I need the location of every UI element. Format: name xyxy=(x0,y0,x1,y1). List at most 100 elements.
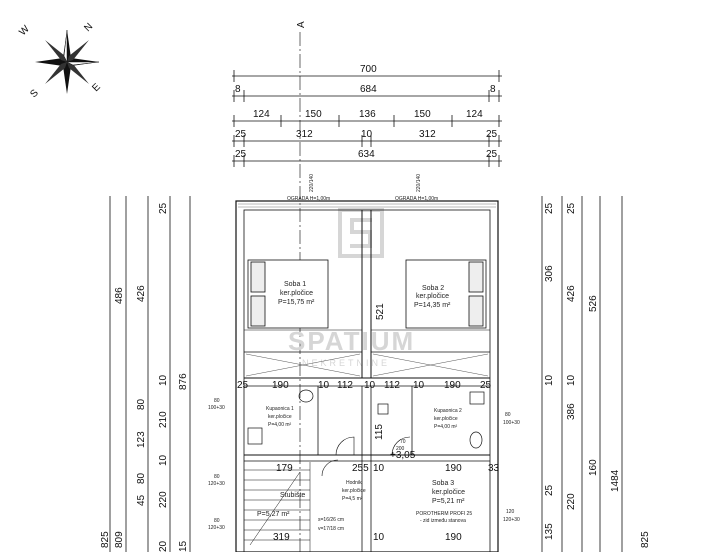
dim-right-426: 426 xyxy=(566,285,577,302)
bed-soba-1 xyxy=(247,259,329,329)
dim-top-r5-a: 25 xyxy=(235,149,247,160)
room-hodnik-area: P=4,5 m² xyxy=(342,496,363,502)
room-kup1-floor: ker.pločice xyxy=(268,414,292,420)
dim-top-r5-b: 634 xyxy=(358,149,375,160)
dim-left-20: 20 xyxy=(158,540,169,552)
porotherm-line2: - zid između stanova xyxy=(420,518,466,524)
win-left1-b: 100+30 xyxy=(208,405,225,411)
dim-top-r3-a: 124 xyxy=(253,109,270,120)
dim-left-426: 426 xyxy=(136,285,147,302)
win-right2-b: 120+30 xyxy=(503,517,520,523)
win-left3-a: 80 xyxy=(214,518,220,524)
room-stub-name: Stubište xyxy=(280,492,305,499)
stairs xyxy=(244,462,311,552)
dim-top-r4-a: 25 xyxy=(235,129,247,140)
dim-left-80b: 80 xyxy=(136,472,147,484)
dim-left-825: 825 xyxy=(100,531,111,548)
dim-190-c: 10 xyxy=(318,380,330,391)
dim-right-25a: 25 xyxy=(544,202,555,214)
room-soba1-floor: ker.pločice xyxy=(280,290,313,297)
dim-top-r4-d: 312 xyxy=(419,129,436,140)
room-stub-area: P=5,27 m² xyxy=(257,511,290,518)
dim-left-123: 123 xyxy=(136,431,147,448)
section-marker: A xyxy=(296,21,307,28)
room-kup2-floor: ker.pločice xyxy=(434,416,458,422)
win-right2-a: 120 xyxy=(506,509,515,515)
dim-right-10a: 10 xyxy=(544,374,555,386)
room-kup2-area: P=4,00 m² xyxy=(434,424,458,430)
dim-top-overall: 700 xyxy=(360,64,377,75)
dim-179-d: 190 xyxy=(445,463,462,474)
dim-right-526: 526 xyxy=(588,295,599,312)
dim-left-10b: 10 xyxy=(158,454,169,466)
dim-top-r2-a: 8 xyxy=(235,84,241,95)
railing-hatch xyxy=(238,203,496,208)
dim-right-386: 386 xyxy=(566,403,577,420)
level-mark: +3,05 xyxy=(390,450,416,461)
room-kup1-name: Kupaonica 1 xyxy=(266,406,294,412)
dim-right-1484: 1484 xyxy=(610,469,621,492)
stair-note-v: v=17/18 cm xyxy=(318,526,344,532)
left-dimension-lines xyxy=(109,196,191,552)
room-soba2-name: Soba 2 xyxy=(422,285,444,292)
dim-right-825: 825 xyxy=(640,531,651,548)
dim-179-b: 255 xyxy=(352,463,369,474)
dim-top-r4-e: 25 xyxy=(486,129,498,140)
dim-right-160: 160 xyxy=(588,459,599,476)
dim-190-d: 112 xyxy=(337,380,353,391)
dim-door-70: 70 xyxy=(400,439,406,445)
dim-left-25: 25 xyxy=(158,202,169,214)
dim-right-25b: 25 xyxy=(566,202,577,214)
compass-s-label: S xyxy=(28,87,41,100)
dim-top-r2-c: 8 xyxy=(490,84,496,95)
dim-top-r5-c: 25 xyxy=(486,149,498,160)
dim-row-190: 25 190 10 112 10 112 10 190 25 xyxy=(237,380,492,391)
dim-left-220: 220 xyxy=(158,491,169,508)
wardrobes xyxy=(245,353,489,377)
dim-left-15: 15 xyxy=(178,540,189,552)
room-hodnik-name: Hodnik xyxy=(346,480,362,486)
room-soba2-area: P=14,35 m² xyxy=(414,302,451,309)
railing-right-note: OGRADA H=1,00m xyxy=(395,196,438,202)
dim-190-f: 112 xyxy=(384,380,400,391)
dim-right-10b: 10 xyxy=(566,374,577,386)
opening-left-note: 220/140 xyxy=(309,174,315,192)
dim-190-b: 190 xyxy=(272,380,289,391)
win-left2-b: 120+30 xyxy=(208,481,225,487)
win-right1-b: 100+30 xyxy=(503,420,520,426)
dim-179-c: 10 xyxy=(373,463,385,474)
sanitary-fixtures xyxy=(247,389,485,449)
compass-w-label: W xyxy=(17,23,32,38)
dim-inner-521: 521 xyxy=(375,303,386,320)
room-soba3-name: Soba 3 xyxy=(432,480,454,487)
dim-left-486: 486 xyxy=(114,287,125,304)
compass-n-label: N xyxy=(82,21,95,34)
dim-top-r2-b: 684 xyxy=(360,84,377,95)
dim-bottom-b: 10 xyxy=(373,532,385,543)
opening-right-note: 220/140 xyxy=(416,174,422,192)
dim-row-179: 179 255 10 190 33 xyxy=(276,463,500,474)
dim-bottom-c: 190 xyxy=(445,532,462,543)
room-hodnik-floor: ker.pločice xyxy=(342,488,366,494)
room-kup2-name: Kupaonica 2 xyxy=(434,408,462,414)
dim-left-80a: 80 xyxy=(136,398,147,410)
doors xyxy=(321,436,411,477)
watermark-logo: SPATIUM NEKRETNINE xyxy=(288,208,413,368)
dim-right-220: 220 xyxy=(566,493,577,510)
walls xyxy=(235,200,499,552)
dim-190-i: 25 xyxy=(480,380,492,391)
dim-inner-115: 115 xyxy=(374,424,385,440)
room-soba1-area: P=15,75 m² xyxy=(278,299,315,306)
railing-left-note: OGRADA H=1,00m xyxy=(287,196,330,202)
room-kup1-area: P=4,00 m² xyxy=(268,422,292,428)
right-dimension-lines xyxy=(541,196,623,552)
dim-row-bottom: 319 10 190 xyxy=(273,532,462,543)
dim-top-r4-c: 10 xyxy=(361,129,373,140)
dim-door-200: 200 xyxy=(396,446,405,452)
dim-190-a: 25 xyxy=(237,380,249,391)
bed-soba-2 xyxy=(405,259,487,329)
dim-190-e: 10 xyxy=(364,380,376,391)
room-soba2-floor: ker.pločice xyxy=(416,293,449,300)
dim-top-r4-b: 312 xyxy=(296,129,313,140)
